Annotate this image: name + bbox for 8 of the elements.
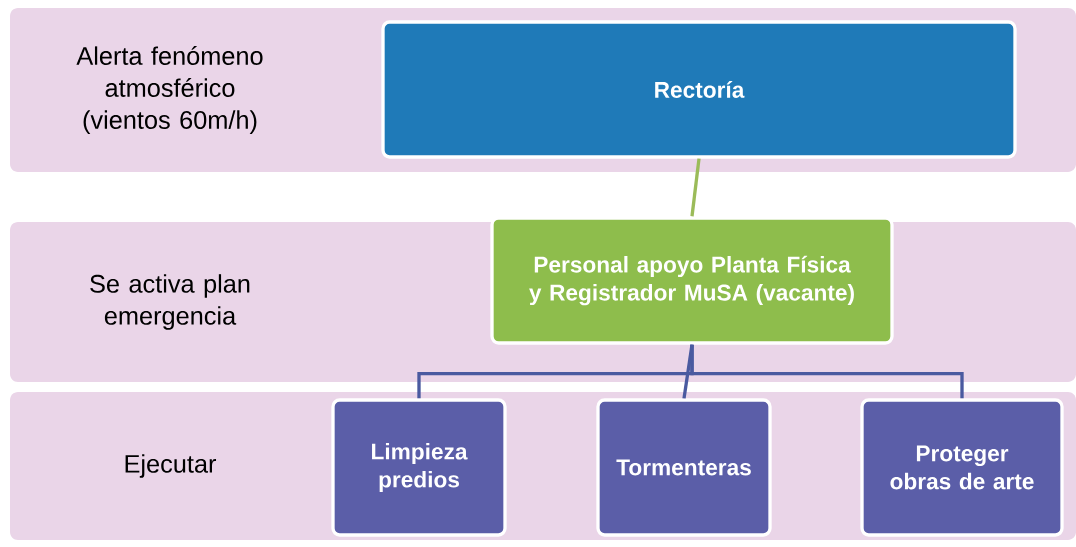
connector-line <box>690 344 964 399</box>
process-box: Personal apoyo Planta Física y Registrador MuSA (vacante) <box>490 216 894 345</box>
process-box: Limpieza predios <box>331 398 507 537</box>
process-box: Proteger obras de arte <box>860 398 1064 537</box>
process-box: Tormenteras <box>596 398 772 537</box>
process-box: Rectoría <box>381 20 1017 159</box>
connector-line <box>682 344 694 399</box>
connector-line <box>690 158 701 217</box>
